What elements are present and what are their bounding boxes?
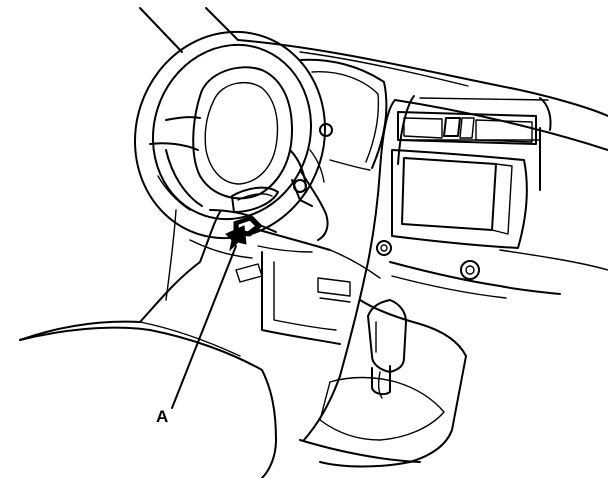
- driver-seat: [19, 326, 277, 478]
- hood-release-handle: [235, 263, 263, 283]
- left-door-panel: [19, 211, 241, 357]
- a-pillar: [139, 7, 239, 53]
- callout-leader: [171, 225, 247, 409]
- center-stack: [303, 95, 561, 441]
- steering-wheel: [133, 30, 327, 240]
- shift-console: [299, 299, 467, 468]
- callout-label-a: A: [156, 407, 169, 426]
- instrument-cluster: [299, 58, 388, 171]
- lower-dashboard: [235, 227, 351, 345]
- dashboard-contours: [165, 209, 381, 301]
